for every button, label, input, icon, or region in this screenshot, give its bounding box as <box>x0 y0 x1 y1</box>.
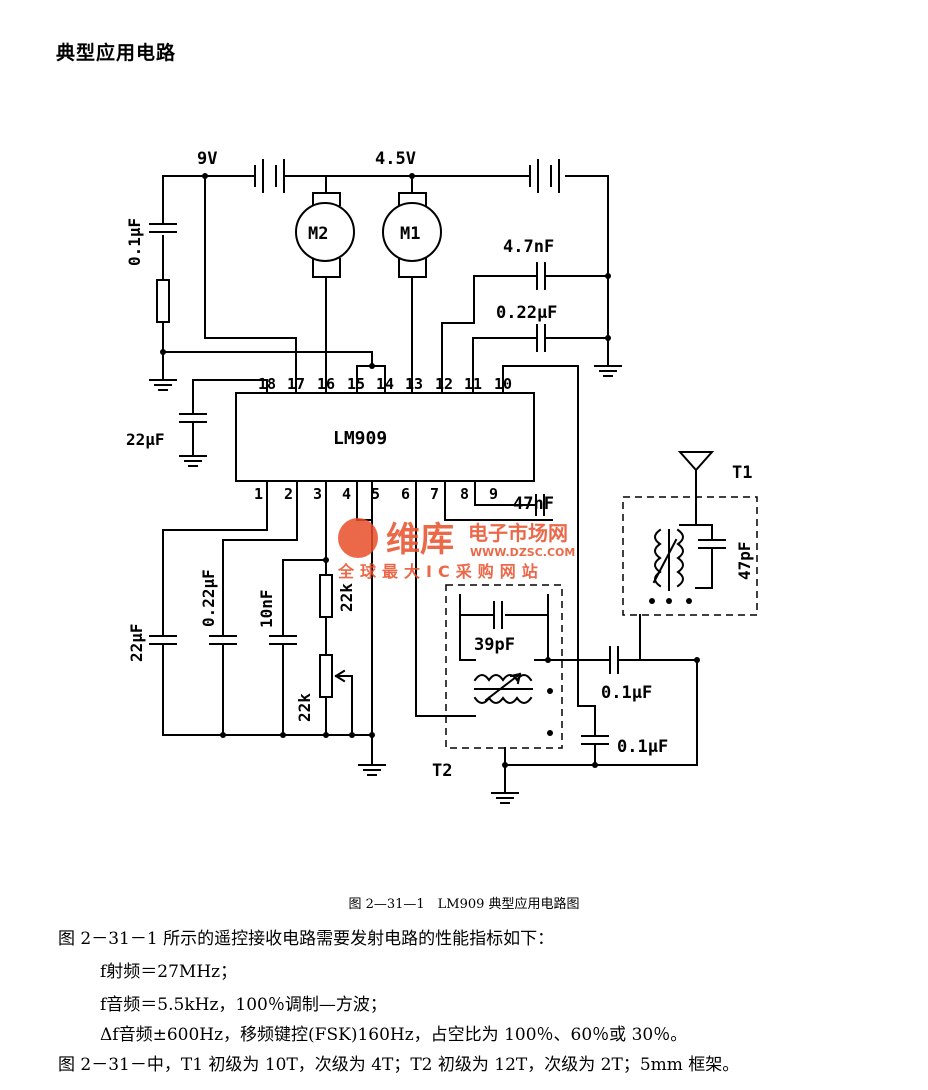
pin-label: 11 <box>464 375 482 393</box>
label-c-01-b: 0.1μF <box>617 737 668 757</box>
label-c-22u-left: 22μF <box>126 430 165 449</box>
pin-label: 15 <box>347 375 365 393</box>
supply-rail <box>162 159 609 367</box>
pin-label: 16 <box>317 375 335 393</box>
label-c-47n-top: 4.7nF <box>503 237 554 257</box>
left-rc-network <box>149 175 386 394</box>
pin-label: 12 <box>435 375 453 393</box>
label-m1: M1 <box>400 224 420 244</box>
circuit-schematic: 9V 4.5V M2 M1 0.1μF 22μF <box>125 149 758 804</box>
pin-label: 4 <box>342 485 351 503</box>
chip-label: LM909 <box>333 428 387 449</box>
label-c-22u-bottom: 22μF <box>127 623 146 662</box>
label-c-022-right: 0.22μF <box>496 303 557 323</box>
pin-label: 14 <box>376 375 394 393</box>
t1-tank <box>622 451 758 661</box>
top-pin-labels: 18 17 16 15 14 13 12 11 10 <box>258 375 512 393</box>
label-r-22k-pot: 22k <box>295 693 314 722</box>
body-line-1: 图 2－31－1 所示的遥控接收电路需要发射电路的性能指标如下： <box>58 929 555 949</box>
watermark-url: WWW.DZSC.COM <box>470 546 575 559</box>
motor-m1 <box>382 175 442 394</box>
label-t2: T2 <box>432 761 452 781</box>
watermark-logo: 维库 电子市场网 WWW.DZSC.COM 全球最大IC采购网站 <box>337 518 575 581</box>
body-line-2: f射频＝27MHz； <box>100 962 238 982</box>
watermark-slogan: 全球最大IC采购网站 <box>337 562 544 581</box>
pin-label: 3 <box>313 485 322 503</box>
label-c-10n: 10nF <box>257 589 276 628</box>
cap-22u-left <box>179 379 268 467</box>
label-c-47p: 47pF <box>735 541 754 580</box>
label-4-5v: 4.5V <box>375 149 416 169</box>
body-line-4: Δf音频±600Hz，移频键控(FSK)160Hz，占空比为 100％、60％或… <box>100 1025 688 1045</box>
pin-label: 7 <box>430 485 439 503</box>
label-c-39p: 39pF <box>474 635 515 655</box>
page-heading: 典型应用电路 <box>56 42 177 64</box>
label-m2: M2 <box>308 224 328 244</box>
label-c-01-a: 0.1μF <box>601 683 652 703</box>
label-9v: 9V <box>197 149 217 169</box>
figure-caption: 图 2—31—1 LM909 典型应用电路图 <box>348 897 580 912</box>
pin-label: 5 <box>371 485 380 503</box>
pin-label: 17 <box>287 375 305 393</box>
t2-tank <box>415 480 700 804</box>
pin-label: 13 <box>405 375 423 393</box>
pin-label: 6 <box>401 485 410 503</box>
watermark-brand: 电子市场网 <box>468 521 568 545</box>
label-t1: T1 <box>732 463 752 483</box>
pin-label: 1 <box>254 485 263 503</box>
pin-label: 18 <box>258 375 276 393</box>
bottom-left-network <box>149 480 386 776</box>
label-c-47n-mid: 47nF <box>513 494 554 514</box>
pin-label: 10 <box>494 375 512 393</box>
body-line-5: 图 2－31－中，T1 初级为 10T，次级为 4T；T2 初级为 12T，次级… <box>58 1055 740 1075</box>
label-r-22k-fixed: 22k <box>337 583 356 612</box>
pin-label: 9 <box>489 485 498 503</box>
pin-label: 2 <box>284 485 293 503</box>
right-caps <box>441 262 622 707</box>
motor-m2 <box>295 175 355 394</box>
pin-label: 8 <box>460 485 469 503</box>
label-c-01-left: 0.1μF <box>125 218 144 266</box>
watermark-logo-cn: 维库 <box>386 520 454 560</box>
label-c-022-bottom: 0.22μF <box>199 569 218 627</box>
lm909-chip <box>235 392 535 482</box>
bottom-pin-labels: 1 2 3 4 5 6 7 8 9 <box>254 485 498 503</box>
body-line-3: f音频＝5.5kHz，100％调制—方波； <box>100 995 387 1015</box>
